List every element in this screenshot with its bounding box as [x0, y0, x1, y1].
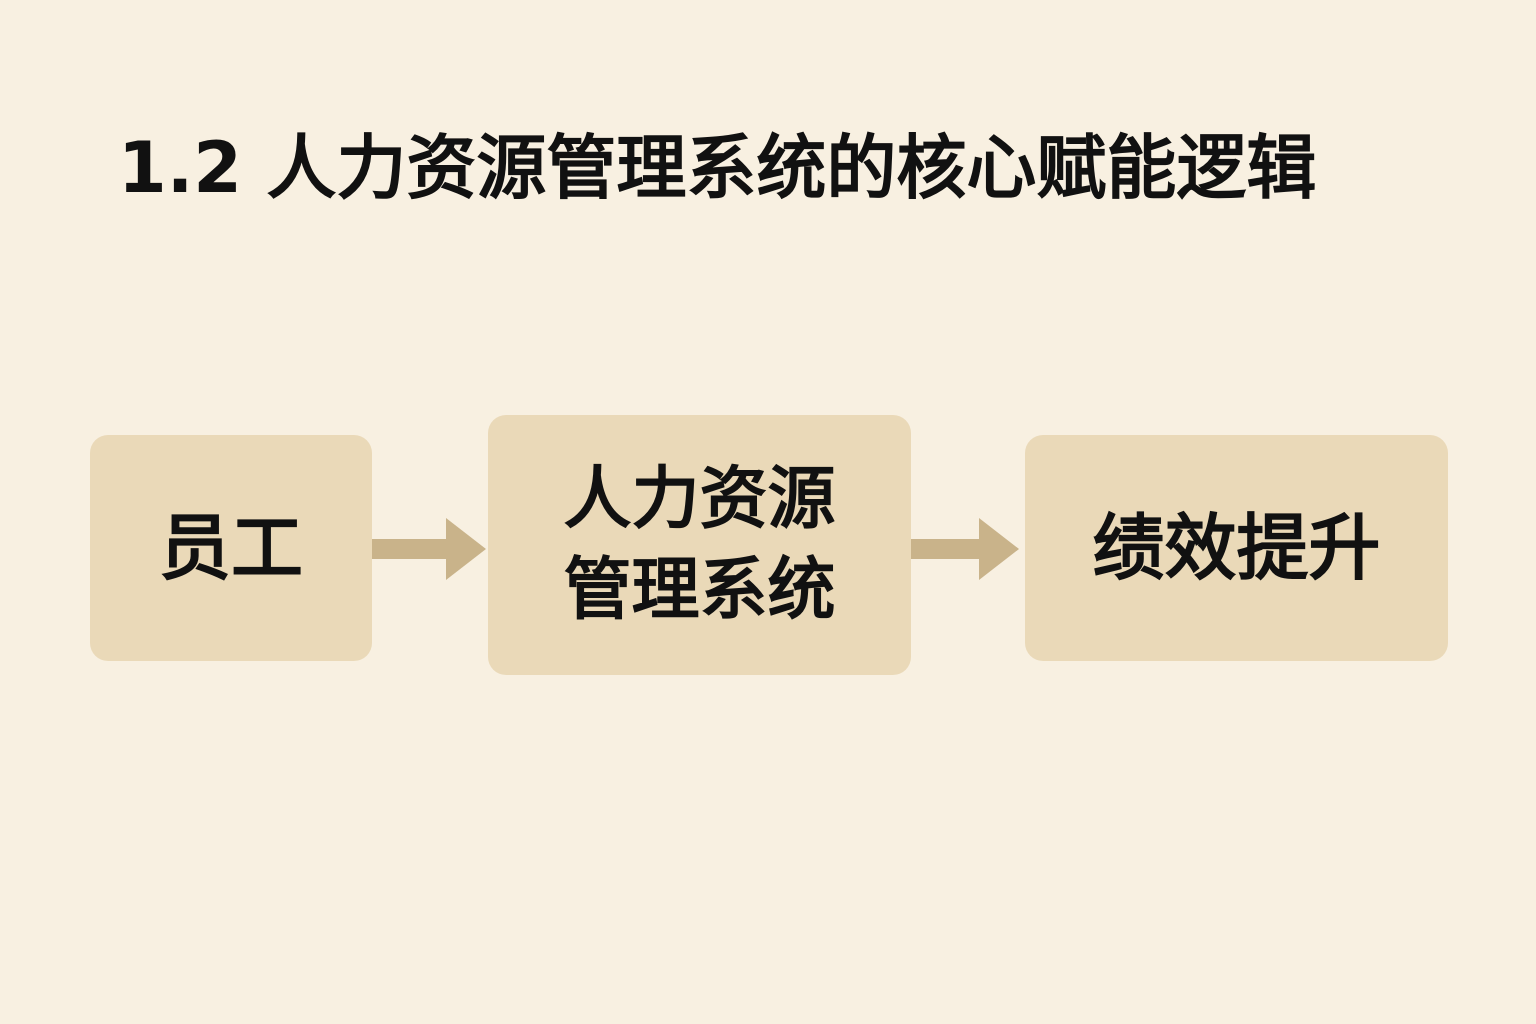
employee-node-label: 员工 [158, 505, 303, 590]
performance-node-label: 绩效提升 [1092, 505, 1381, 590]
arrow-employee-to-hrms [372, 518, 486, 580]
employee-node: 员工 [90, 435, 372, 661]
hrms-node: 人力资源 管理系统 [488, 415, 911, 675]
performance-node: 绩效提升 [1025, 435, 1448, 661]
hrms-node-label: 人力资源 管理系统 [563, 459, 836, 630]
page-title: 1.2 人力资源管理系统的核心赋能逻辑 [118, 127, 1317, 209]
arrow-hrms-to-performance [911, 518, 1019, 580]
